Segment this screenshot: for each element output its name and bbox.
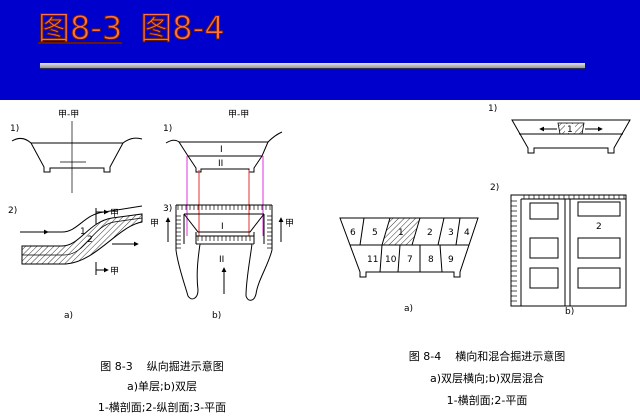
segment-label: 9 [448, 255, 454, 265]
segment-divider [359, 217, 365, 246]
fig-8-3-b-plan-outline [175, 204, 273, 250]
fig-8-3-b-label-1: 1) [163, 124, 172, 134]
fig-8-3-b-marker-right: 甲 [285, 218, 294, 229]
segment-label: 5 [372, 228, 378, 238]
fig-8-3-b-plan-layer-I-label: I [221, 222, 224, 232]
fig-8-3-a-marker-top: 甲 [110, 208, 119, 219]
fig-8-3-b-label-3: 3) [163, 204, 172, 214]
fig-8-3-a-ground-line [11, 137, 143, 144]
fig-8-3-a-marker-bottom: 甲 [110, 266, 119, 277]
fig-8-3-b-ruler-ticks [176, 205, 272, 249]
plan-chamber [577, 237, 621, 259]
segment-divider [437, 217, 445, 246]
segment-label: 4 [464, 228, 470, 238]
fig-8-4-b-label-backdrop [565, 124, 575, 133]
fig-8-4-caption-line-3: 1-横剖面;2-平面 [447, 393, 528, 407]
fig-8-4-b-layer-1-label: 1 [567, 125, 573, 135]
fig-8-3-b-left-heading [175, 243, 201, 300]
fig-8-3-a-label-1: 1) [10, 124, 19, 134]
fig-8-3-caption-line-2: a)单层;b)双层 [127, 380, 197, 393]
fig-8-3-b-marker-left: 甲 [150, 218, 159, 229]
fig-8-3-b-layer-II-label: II [218, 159, 223, 169]
title-link-fig-8-3[interactable]: 图8-3 [37, 9, 123, 48]
fig-8-4-b-cross-section [511, 119, 631, 154]
segment-divider [439, 244, 443, 273]
fig-8-4-a-cross-section [339, 217, 479, 278]
plan-chamber [529, 202, 559, 220]
plan-chamber [529, 267, 559, 289]
segment-label: 7 [407, 255, 413, 265]
fig-8-3-b-ground-line [165, 131, 283, 144]
fig-8-3-b-plan-layer-II-label: II [219, 255, 224, 265]
segment-divider [379, 244, 383, 273]
plan-layer-I-outline [183, 213, 265, 233]
segment-divider [411, 217, 421, 246]
segment-label: 8 [428, 255, 434, 265]
segment-divider [397, 244, 401, 273]
slide-title: 图8-3 图8-4 [37, 6, 225, 50]
fig-8-3-a-layer-2-label: 2 [87, 235, 93, 245]
fig-8-3-b: 1) 甲-甲 I II 3) [150, 109, 294, 321]
fig-8-3-a-layer-1-label: 1 [80, 227, 86, 237]
segment-label: 1 [398, 228, 404, 238]
fig-8-3-a-label-2: 2) [8, 206, 17, 216]
fig-8-4-b-plan-outline [510, 194, 627, 307]
segment-label: 2 [427, 228, 433, 238]
fig-8-3-b-layer-II-section [187, 155, 263, 173]
segment-label: 11 [367, 255, 378, 265]
fig-8-4-b-layer-2-label: 2 [596, 222, 602, 232]
title-underline-bar [40, 63, 585, 68]
fig-8-4-b: 1) 1 2) 2 b) [488, 104, 631, 317]
fig-8-3-caption-line-3: 1-横剖面;2-纵剖面;3-平面 [98, 400, 226, 414]
fig-8-4-caption-title: 图 8-4 横向和混合掘进示意图 [409, 349, 565, 363]
fig-8-3-b-layer-I-section [178, 141, 269, 157]
fig-8-3-a-layer-boundary [22, 217, 143, 256]
fig-8-3-a: 1) 甲-甲 2) 甲 甲 1 2 a) [8, 109, 143, 321]
slide-header: 图8-3 图8-4 [0, 0, 640, 100]
fig-8-3-b-layer-I-label: I [220, 145, 223, 155]
fig-8-4-a-segment-dividers [359, 217, 461, 273]
fig-8-4-b-sub-label: b) [565, 307, 574, 317]
fig-8-3-b-sub-label: b) [212, 311, 221, 321]
segment-divider [455, 217, 461, 246]
fig-8-4-a-hatched-segment-1 [382, 218, 420, 245]
segment-divider [381, 217, 391, 246]
fig-8-4-caption: 图 8-4 横向和混合掘进示意图 a)双层横向;b)双层混合 1-横剖面;2-平… [409, 349, 565, 407]
fig-8-3-a-section-title: 甲-甲 [58, 109, 79, 120]
fig-8-4-b-label-1: 1) [488, 104, 497, 114]
plan-chamber [577, 201, 621, 217]
fig-8-3-a-sub-label: a) [64, 311, 73, 321]
fig-8-3-caption-title: 图 8-3 纵向掘进示意图 [100, 359, 223, 373]
plan-chamber [577, 267, 621, 289]
fig-8-3-caption: 图 8-3 纵向掘进示意图 a)单层;b)双层 1-横剖面;2-纵剖面;3-平面 [98, 359, 226, 414]
fig-8-3-a-hatched-layer [21, 213, 143, 265]
fig-8-4-caption-line-2: a)双层横向;b)双层混合 [430, 371, 544, 385]
fig-8-3-b-right-heading [245, 243, 273, 301]
segment-label: 6 [350, 228, 356, 238]
segment-label: 3 [448, 228, 454, 238]
plan-chamber [529, 237, 559, 259]
fig-8-4-b-label-2: 2) [490, 183, 499, 193]
fig-8-3-b-section-title: 甲-甲 [228, 109, 249, 120]
fig-8-4-a: 6 5 1 2 3 4 11 10 7 8 9 a) [339, 217, 479, 314]
fig-8-4-a-sub-label: a) [404, 304, 413, 314]
segment-label: 10 [385, 255, 397, 265]
title-fig-8-4: 图8-4 [140, 9, 225, 48]
fig-8-4-b-ruler-ticks [511, 195, 625, 302]
fig-8-4-b-plan-chambers [529, 201, 621, 289]
fig-8-3-a-cross-section [30, 142, 124, 173]
